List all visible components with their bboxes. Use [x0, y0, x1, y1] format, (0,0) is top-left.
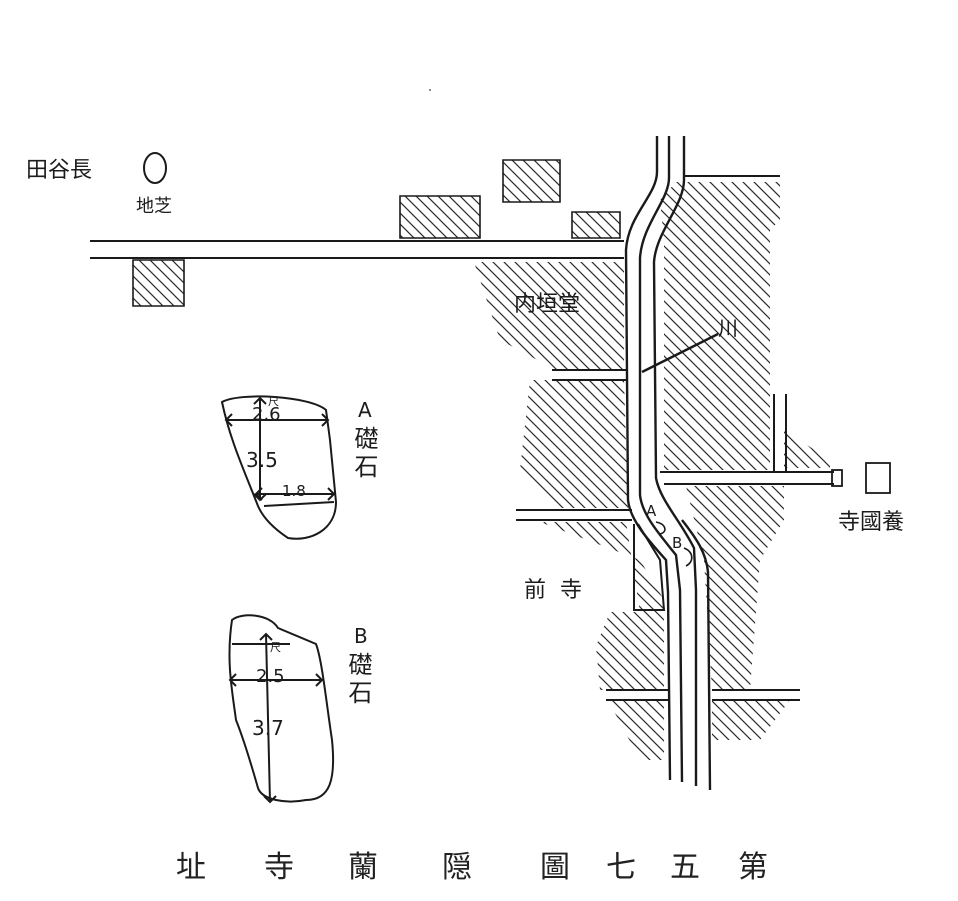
hatch-block-4 [571, 211, 621, 239]
caption-char-7: 寺 [264, 850, 294, 885]
stone-a-label: 礎石 [350, 426, 378, 482]
river-leader [641, 332, 719, 374]
hatch-east-mid [784, 430, 830, 468]
hatch-west-lower [540, 522, 664, 690]
hatch-east-lower [686, 486, 784, 690]
river-points [655, 521, 693, 567]
river-bank-2 [638, 136, 684, 783]
caption-char-6: 蘭 [348, 850, 378, 885]
label-shibachi: 地芝 [136, 196, 172, 217]
stone-a-bottom-width: 1.8 [282, 482, 306, 500]
caption-char-2: 五 [670, 850, 700, 885]
stone-b-length-dim [265, 633, 271, 803]
label-point-a: A [646, 502, 657, 520]
point-b-marker [683, 547, 693, 567]
hatch-west-middle [520, 380, 628, 508]
stone-b-width: 2.5 [256, 666, 285, 687]
river [624, 136, 719, 791]
label-uchigaki-do: 内垣堂 [514, 292, 581, 317]
hatch-sw-corner [608, 700, 664, 760]
river-bank-4 [681, 519, 712, 791]
label-point-b: B [672, 534, 683, 552]
stone-b-label: 礎石 [344, 652, 372, 708]
caption-char-3: 七 [606, 850, 636, 885]
stone-b-length: 3.7 [252, 716, 284, 740]
stone-b-unit: 尺 [270, 641, 281, 654]
temple-front-plot [633, 523, 666, 611]
river-bank-1 [624, 136, 672, 781]
stone-b [228, 614, 335, 804]
stone-a [220, 395, 338, 540]
label-maedera: 前寺 [524, 578, 597, 603]
label-yotokuji: 寺國養 [838, 510, 905, 535]
hatch-block-1 [132, 259, 185, 307]
label-river: 川 [718, 316, 738, 340]
stone-a-top-width: 2.6 [252, 404, 281, 425]
paper-speck [429, 89, 431, 91]
hatch-west-upper [474, 262, 624, 370]
stone-a-outline [220, 395, 338, 540]
stone-a-base-line [263, 501, 335, 507]
caption-char-8: 址 [176, 850, 206, 885]
caption-char-4: 圖 [540, 850, 570, 885]
hatch-east-upper [660, 182, 780, 470]
label-nagaya-da: 田谷長 [26, 158, 93, 183]
point-a-marker [655, 521, 666, 535]
roads [90, 175, 834, 701]
hatched-areas [132, 159, 830, 760]
stone-b-letter: B [354, 624, 368, 648]
hatch-se-corner [712, 700, 790, 740]
caption-char-5: 隠 [442, 850, 472, 885]
river-bank-3 [652, 136, 698, 786]
stone-a-length: 3.5 [246, 448, 278, 472]
hatch-block-2 [399, 195, 481, 239]
stone-a-letter: A [358, 398, 372, 422]
stone-a-unit: 尺 [268, 395, 279, 408]
stone-a-arrow-1 [224, 396, 336, 502]
stone-b-outline [228, 614, 335, 803]
temple-box-small [831, 469, 843, 487]
caption-char-1: 第 [738, 850, 768, 885]
stone-b-arrows [228, 632, 324, 804]
hatch-block-3 [502, 159, 561, 203]
shibachi-oval [143, 152, 167, 184]
temple-box-large [865, 462, 891, 494]
